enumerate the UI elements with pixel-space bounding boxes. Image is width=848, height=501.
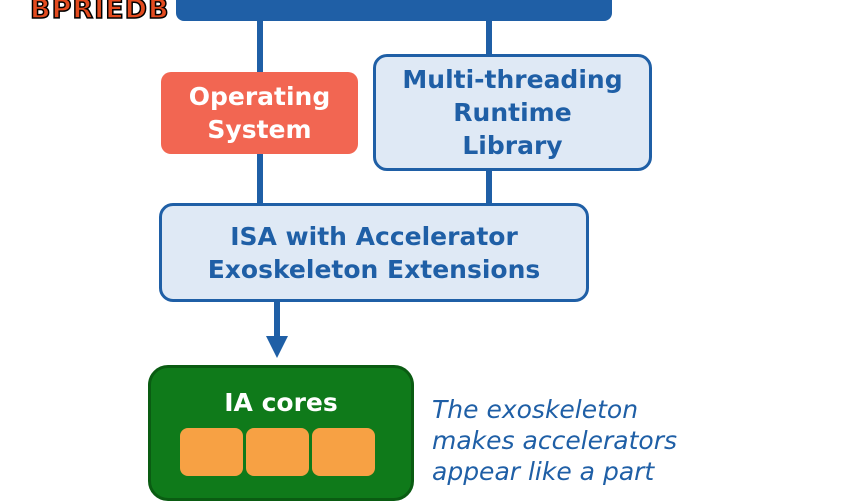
arrow-down-icon	[266, 336, 288, 358]
application-bar	[176, 0, 612, 21]
connector-line-app-to-os	[257, 21, 263, 72]
connector-line-isa-to-cores	[274, 302, 280, 338]
core-block	[312, 428, 375, 476]
connector-line-os-to-isa	[257, 154, 263, 203]
isa-label: ISA with Accelerator Exoskeleton Extensi…	[207, 221, 541, 284]
operating-system-label: Operating System	[188, 82, 331, 144]
ia-cores-label: IA cores	[224, 388, 338, 417]
connector-line-runtime-to-isa	[486, 171, 492, 203]
connector-line-app-to-runtime	[486, 21, 492, 54]
watermark-logo: BPRIEDB	[29, 0, 170, 26]
core-block	[246, 428, 309, 476]
runtime-library-label: Multi-threading Runtime Library	[402, 65, 623, 160]
runtime-library-box: Multi-threading Runtime Library	[373, 54, 652, 171]
core-block	[180, 428, 243, 476]
isa-box: ISA with Accelerator Exoskeleton Extensi…	[159, 203, 589, 302]
operating-system-box: Operating System	[161, 72, 358, 154]
exoskeleton-note: The exoskeleton makes accelerators appea…	[432, 395, 678, 486]
